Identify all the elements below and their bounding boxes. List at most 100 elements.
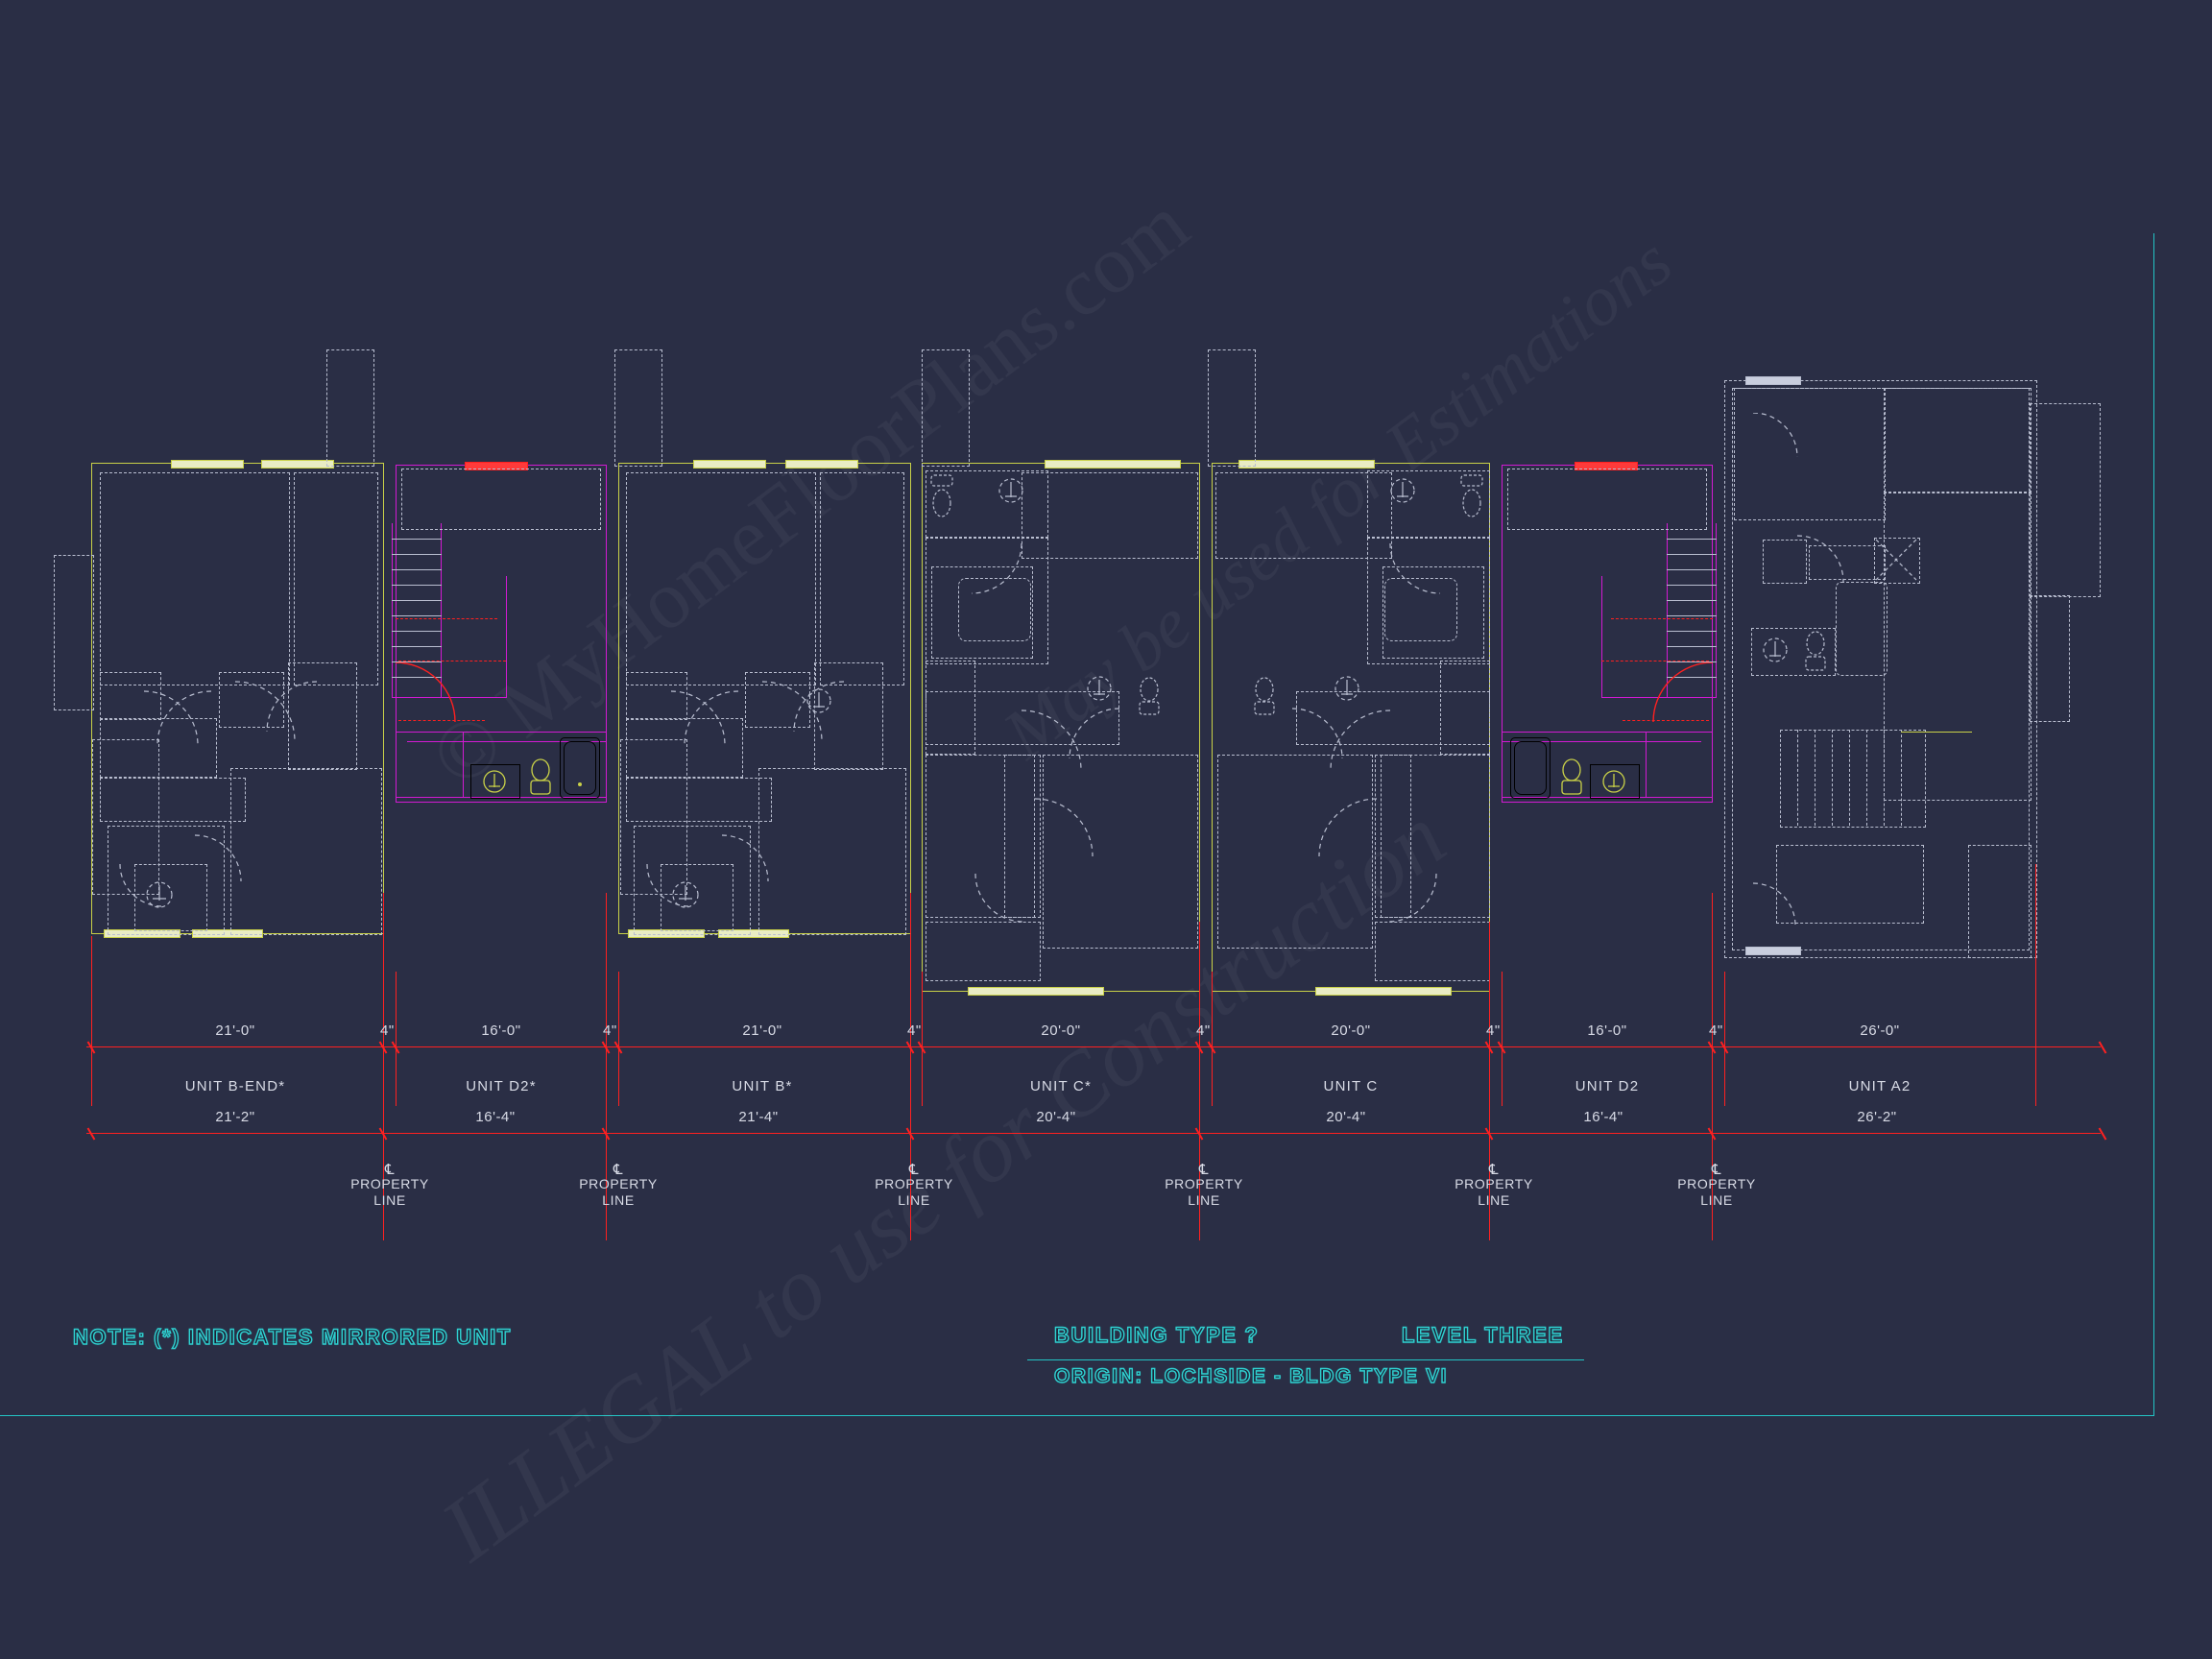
property-line-text-5a: PROPERTY [1677, 1176, 1756, 1191]
unit-c-wall-left [1212, 463, 1213, 991]
ghost-a2-room-e [1968, 845, 2032, 958]
door-arcs-a2 [1752, 413, 1844, 926]
window-b-3 [628, 929, 705, 938]
mirrored-unit-note: NOTE: (*) INDICATES MIRRORED UNIT [72, 1324, 512, 1349]
ghost-upper-d2 [1507, 469, 1707, 530]
stair-d2 [1667, 523, 1717, 698]
unit-d2m-wall-bottom [396, 802, 607, 803]
ghost-bath-b [814, 662, 883, 770]
property-line-text-5b: LINE [1700, 1192, 1733, 1208]
toilet-symbol-c [1460, 474, 1483, 517]
ghost-a2-wcloset [1874, 538, 1920, 584]
ghost-stack-b [661, 864, 733, 931]
dim-nominal-4: 20'-0" [1331, 1022, 1371, 1039]
witness-13 [2035, 972, 2036, 1106]
ghost-counter-b-end [100, 778, 246, 822]
property-line-text-1b: LINE [602, 1192, 635, 1208]
door-arcs-c [1291, 542, 1441, 923]
ghost-upper-d2m [401, 469, 601, 530]
unit-d2m-wall-left [396, 465, 397, 803]
unit-b-wall-right [910, 463, 911, 933]
ghost-room-b-a [626, 472, 816, 685]
closet-x-a2 [1875, 539, 1917, 581]
plan-leader-1 [383, 893, 384, 979]
vanity-d2 [1590, 764, 1640, 799]
plan-leader-4 [1199, 922, 1200, 979]
sink-symbol2-c [1334, 676, 1359, 701]
dim-overall-0: 21'-2" [215, 1109, 255, 1125]
witness-5 [910, 972, 911, 1240]
unit-cm-wall-left [922, 463, 923, 991]
door-arcs-b-end [119, 681, 318, 907]
plan-leader-5 [1489, 922, 1490, 979]
property-line-text-0a: PROPERTY [350, 1176, 429, 1191]
bath-d2-wall-bot [1502, 797, 1713, 798]
window-a2-top [1745, 376, 1801, 385]
unit-label-1: UNIT D2* [466, 1078, 537, 1094]
cl-dash-right [1611, 618, 1713, 619]
ghost-hall-cm [926, 538, 1048, 664]
window-cm-2 [968, 987, 1104, 996]
plan-leader-7 [2035, 864, 2036, 979]
party-wall-5: 4" [1709, 1022, 1723, 1039]
ghost-a2-room-c [1884, 492, 2032, 801]
property-line-2: ℄ PROPERTY LINE [818, 1163, 1010, 1209]
toilet-symbol2-cm [1139, 677, 1160, 715]
toilet-symbol2-c [1254, 677, 1275, 715]
unit-cm-wall-right [1199, 463, 1200, 991]
plan-leader-3 [910, 893, 911, 979]
centerline-symbol-4: ℄ [1488, 1162, 1500, 1178]
ghost-a2-counter [1809, 545, 1886, 580]
toilet-icon-d2m [530, 758, 551, 795]
property-line-text-0b: LINE [373, 1192, 406, 1208]
ghost-stair-b-end [92, 739, 159, 895]
witness-2 [396, 972, 397, 1106]
sink-symbol-c [1390, 478, 1415, 503]
party-wall-1: 4" [603, 1022, 617, 1039]
unit-label-5: UNIT D2 [1575, 1078, 1640, 1094]
shower-symbol-b [672, 881, 699, 908]
ghost-bay-b-end [54, 555, 94, 710]
unit-b-end-wall-right [383, 463, 384, 933]
ghost-a2-stair [1780, 730, 1926, 828]
plan-leader-8 [91, 936, 92, 979]
ghost-stair-cm-rail [1004, 755, 1041, 918]
property-line-text-2a: PROPERTY [875, 1176, 953, 1191]
ghost-hall-c [1367, 538, 1490, 664]
property-line-text-2b: LINE [898, 1192, 930, 1208]
witness-10 [1502, 972, 1503, 1106]
bathtub-d2m [560, 737, 600, 799]
ghost-closet-b-1 [626, 672, 687, 720]
ghost-stair-c [1381, 755, 1490, 918]
dim-line-overall [86, 1133, 2101, 1134]
bathtub-d2 [1510, 737, 1551, 799]
ghost-a2-room-b [1884, 388, 2032, 493]
bath-d2-div [1646, 732, 1647, 797]
dim-overall-3: 20'-4" [1036, 1109, 1076, 1125]
door-arcs-cm [971, 542, 1120, 923]
centerline-symbol-0: ℄ [384, 1162, 396, 1178]
unit-d2m-wall-right [606, 465, 607, 803]
property-line-5: ℄ PROPERTY LINE [1621, 1163, 1813, 1209]
witness-7 [1199, 972, 1200, 1240]
unit-label-6: UNIT A2 [1848, 1078, 1911, 1094]
a2-stair-nosing [1901, 732, 1972, 733]
ghost-closet2-cm [926, 922, 1041, 981]
ghost-a2-room-d [1776, 845, 1924, 924]
door-arc-d2m [396, 662, 456, 723]
ghost-stair-b [620, 739, 687, 895]
ghost-room-b-c [634, 826, 751, 935]
unit-b-end-wall-left [91, 463, 92, 933]
ghost-tub-cm [931, 566, 1033, 659]
cl-dash-left [396, 618, 497, 619]
window-b-1 [693, 460, 766, 469]
party-wall-2: 4" [907, 1022, 922, 1039]
ghost-bed2-cm [1043, 755, 1198, 949]
ghost-bath-cm [926, 470, 1048, 538]
witness-12 [1724, 972, 1725, 1106]
witness-9 [1489, 972, 1490, 1240]
tub-drain-d2m [578, 782, 582, 786]
ghost-bedroom-c [1215, 472, 1392, 559]
bath-d2m-div [463, 732, 464, 797]
